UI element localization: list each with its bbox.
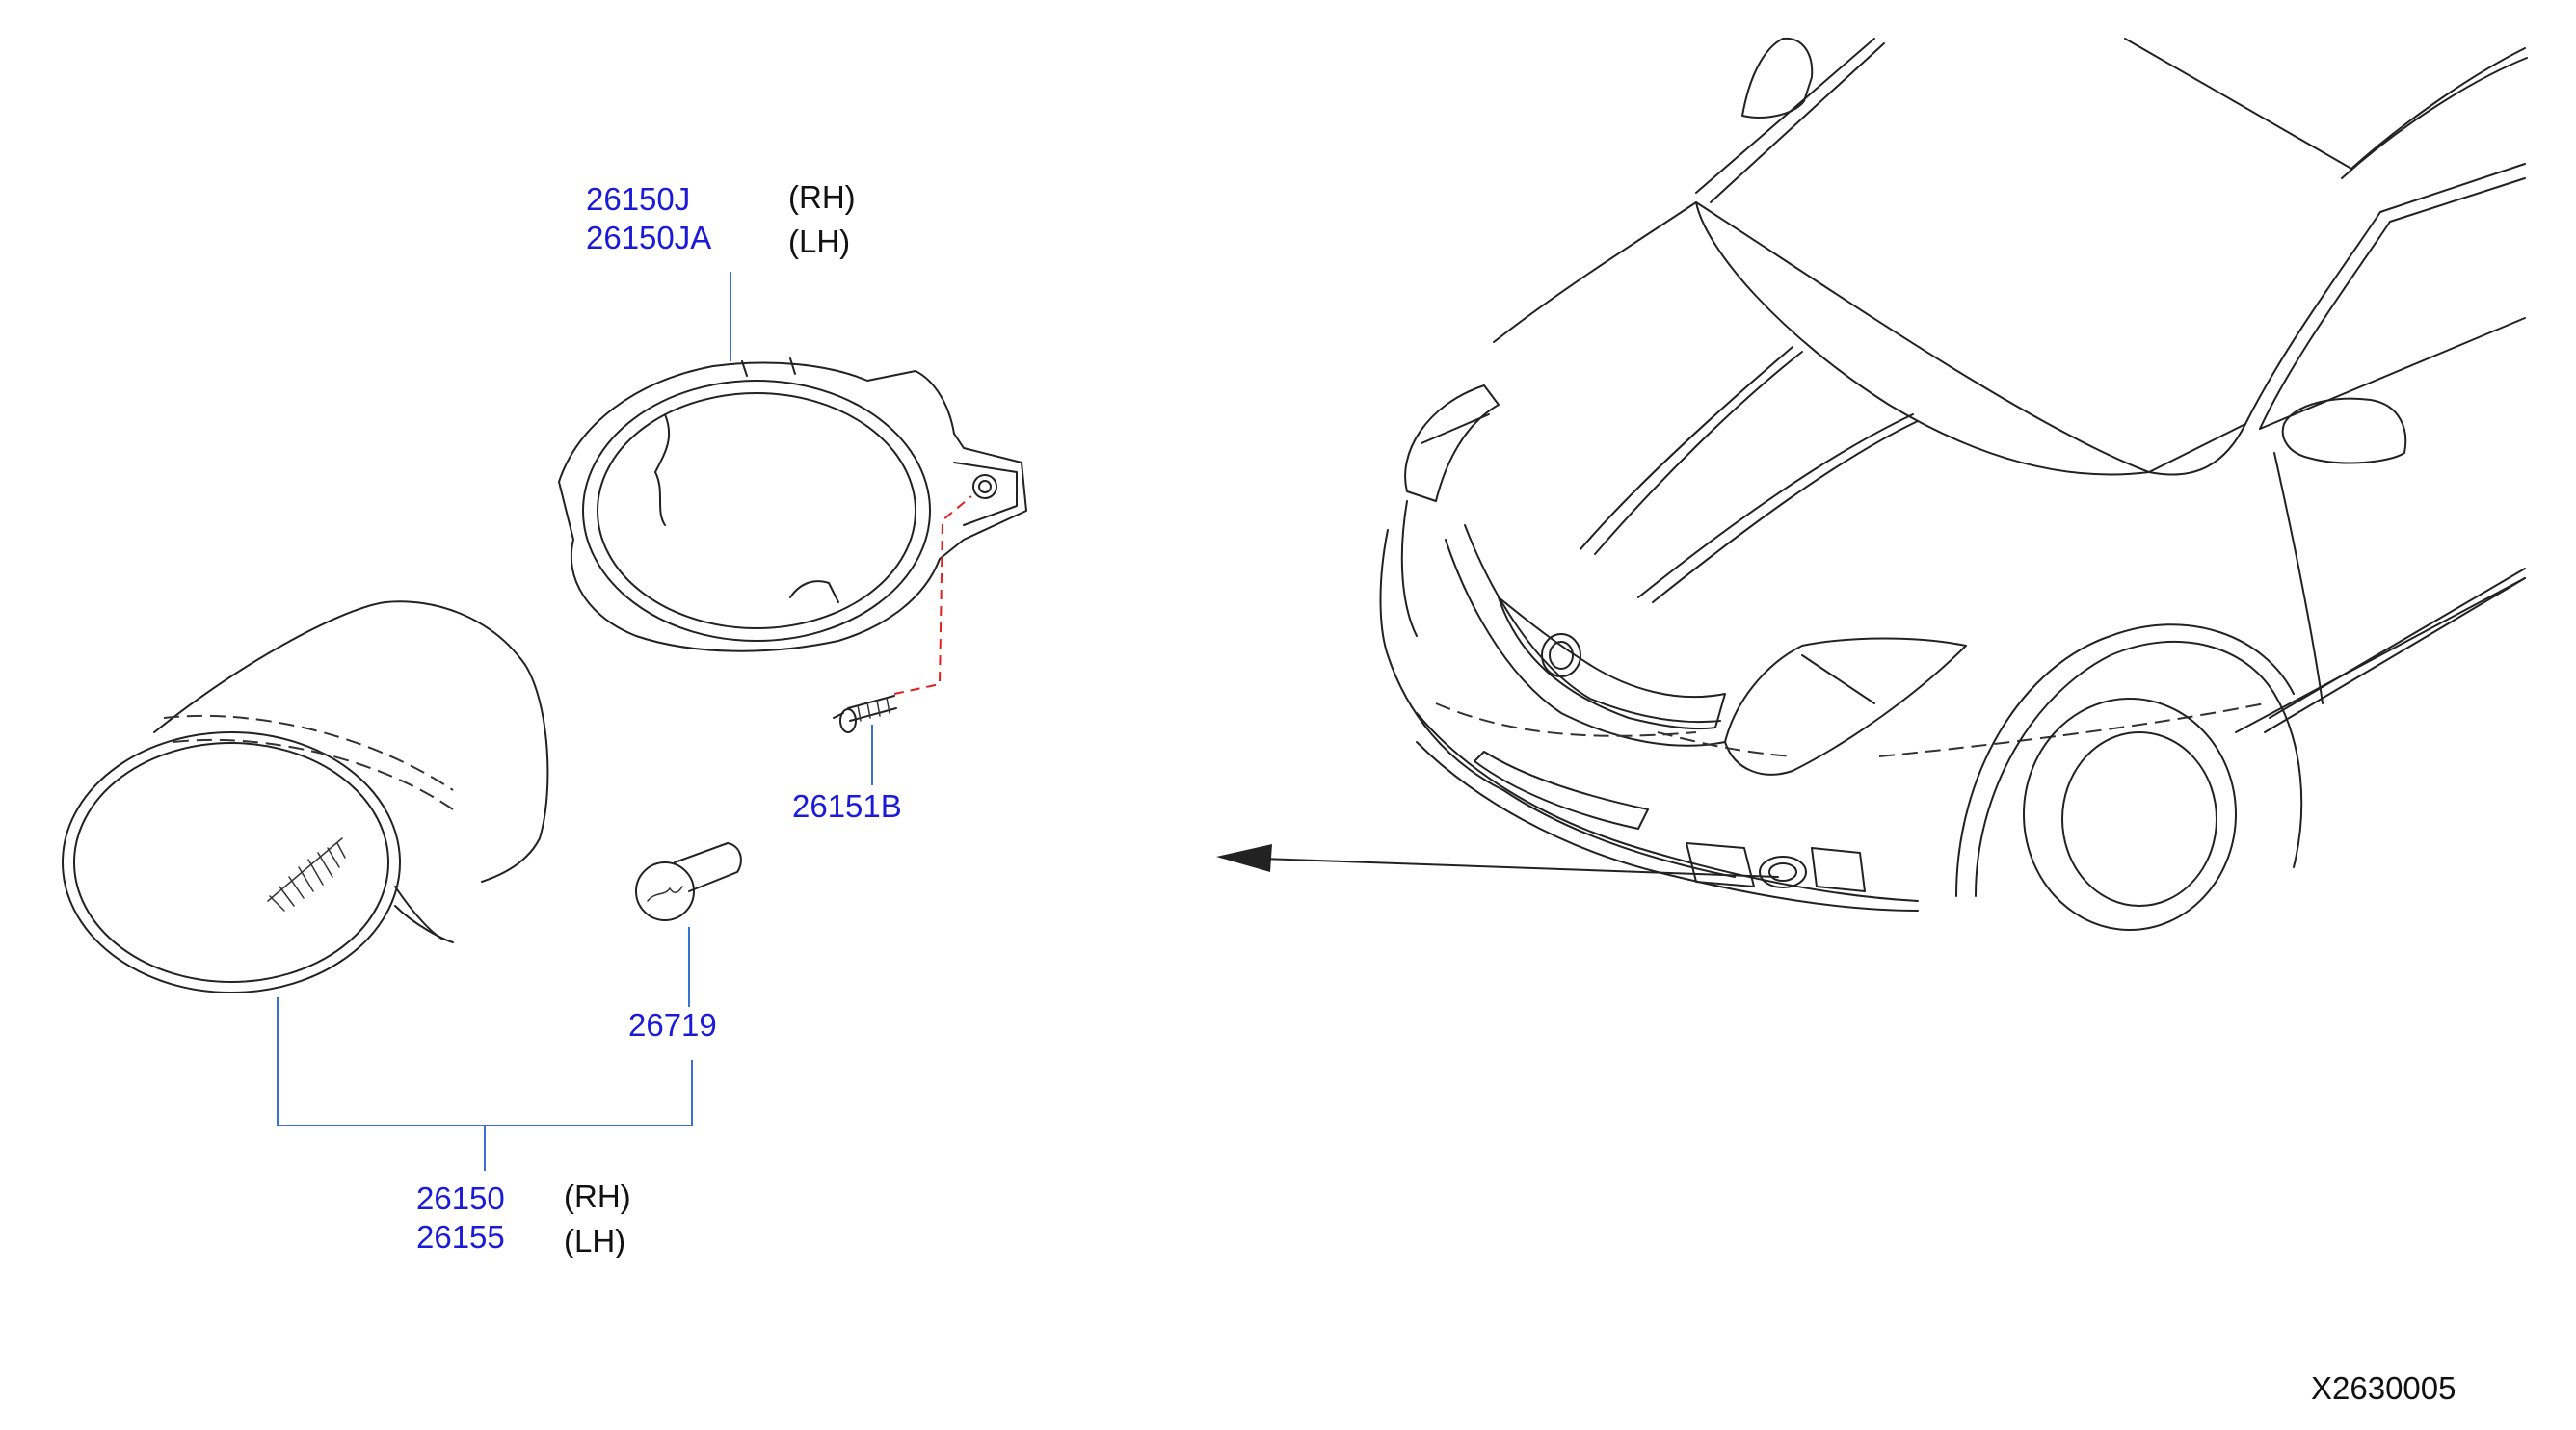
part-number-fog-lamp-lh: 26155: [416, 1219, 505, 1255]
part-number-bulb: 26719: [628, 1007, 717, 1043]
location-arrow: [1216, 844, 1779, 878]
screw-alignment-line: [893, 495, 972, 695]
screw-illustration: [833, 695, 897, 733]
fog-lamp-illustration: [62, 600, 549, 993]
part-number-bezel-lh: 26150JA: [586, 220, 711, 255]
leader-lines: [277, 272, 873, 1171]
side-label-lh: (LH): [788, 224, 850, 259]
side-label-lh: (LH): [564, 1223, 625, 1258]
callout-fog-lamp: 26150 26155 (RH) (LH): [416, 1178, 631, 1258]
part-number-bezel-rh: 26150J: [586, 181, 690, 217]
diagram-code: X2630005: [2311, 1370, 2456, 1406]
part-number-fog-lamp-rh: 26150: [416, 1180, 505, 1216]
callout-bulb: 26719: [628, 1007, 717, 1043]
side-label-rh: (RH): [788, 179, 856, 215]
callout-screw: 26151B: [792, 788, 902, 824]
side-label-rh: (RH): [564, 1178, 631, 1214]
bezel-illustration: [558, 358, 1027, 652]
car-illustration: [1379, 37, 2528, 931]
part-number-screw: 26151B: [792, 788, 902, 824]
bulb-illustration: [635, 842, 742, 921]
callout-bezel: 26150J 26150JA (RH) (LH): [586, 179, 856, 259]
